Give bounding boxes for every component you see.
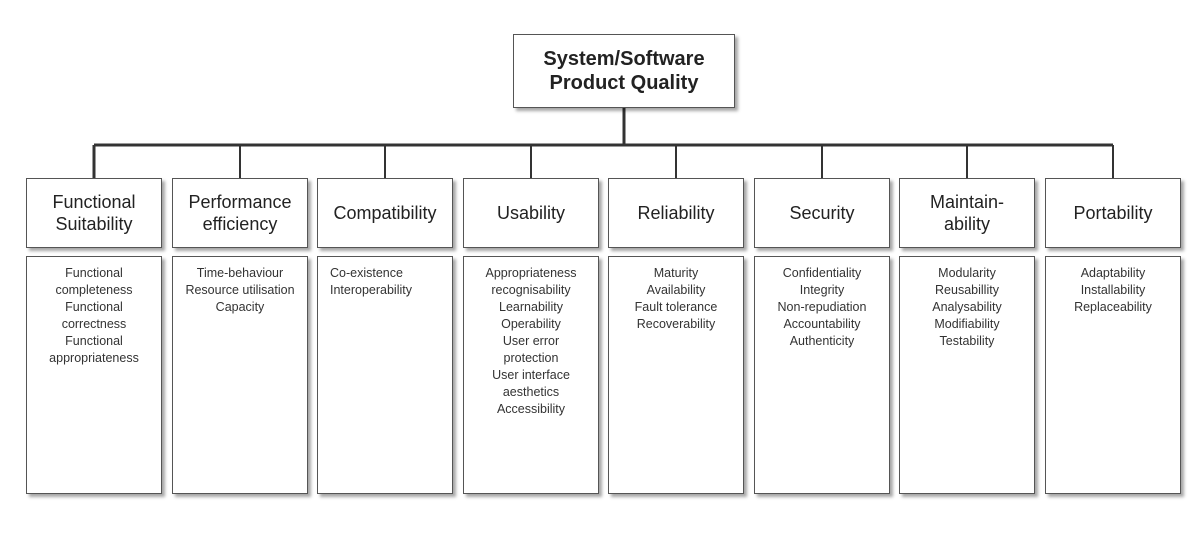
char-6-heading: Maintain- ability xyxy=(899,178,1035,248)
root-node-product-quality: System/Software Product Quality xyxy=(513,34,735,108)
subcharacteristic-item: Authenticity xyxy=(789,334,855,348)
subcharacteristic-item: Accessibility xyxy=(496,402,566,416)
subcharacteristic-item: Functional correctness xyxy=(61,300,127,331)
subcharacteristic-item: Co-existence xyxy=(330,266,403,280)
subcharacteristic-item: Accountability xyxy=(783,317,861,331)
subcharacteristic-item: Learnability xyxy=(499,300,563,314)
subcharacteristic-item: Analysability xyxy=(932,300,1002,314)
char-1-heading: Performance efficiency xyxy=(172,178,308,248)
char-7-heading: Portability xyxy=(1045,178,1181,248)
subcharacteristic-item: Resource utilisation xyxy=(185,283,295,297)
subcharacteristic-item: Reusabillity xyxy=(935,283,999,297)
char-0-heading: Functional Suitability xyxy=(26,178,162,248)
subcharacteristic-item: Modifiability xyxy=(934,317,1000,331)
subcharacteristic-item: Non-repudiation xyxy=(777,300,867,314)
subcharacteristic-item: Functional completeness xyxy=(55,266,133,297)
subcharacteristic-item: Integrity xyxy=(799,283,845,297)
subcharacteristic-item: User error protection xyxy=(502,334,560,365)
subcharacteristic-item: Testability xyxy=(939,334,995,348)
char-5-heading: Security xyxy=(754,178,890,248)
subcharacteristic-item: Functional appropriateness xyxy=(49,334,139,365)
subcharacteristic-item: Adaptability xyxy=(1080,266,1146,280)
char-2-heading: Compatibility xyxy=(317,178,453,248)
subcharacteristic-item: Fault tolerance xyxy=(634,300,718,314)
subcharacteristic-item: Capacity xyxy=(215,300,265,314)
subcharacteristic-item: Maturity xyxy=(653,266,699,280)
subcharacteristic-item: Confidentiality xyxy=(782,266,862,280)
subcharacteristic-item: Installability xyxy=(1080,283,1146,297)
subcharacteristic-item: Recoverability xyxy=(636,317,716,331)
subcharacteristic-item: Appropriateness recognisability xyxy=(485,266,577,297)
subcharacteristic-item: Operability xyxy=(501,317,561,331)
subcharacteristic-item: Availability xyxy=(646,283,706,297)
char-3-heading: Usability xyxy=(463,178,599,248)
subcharacteristic-item: Time-behaviour xyxy=(196,266,284,280)
subcharacteristic-item: Interoperability xyxy=(330,283,412,297)
subcharacteristic-item: User interface aesthetics xyxy=(492,368,570,399)
char-4-heading: Reliability xyxy=(608,178,744,248)
subcharacteristic-item: Modularity xyxy=(938,266,996,280)
subcharacteristic-item: Replaceability xyxy=(1074,300,1152,314)
